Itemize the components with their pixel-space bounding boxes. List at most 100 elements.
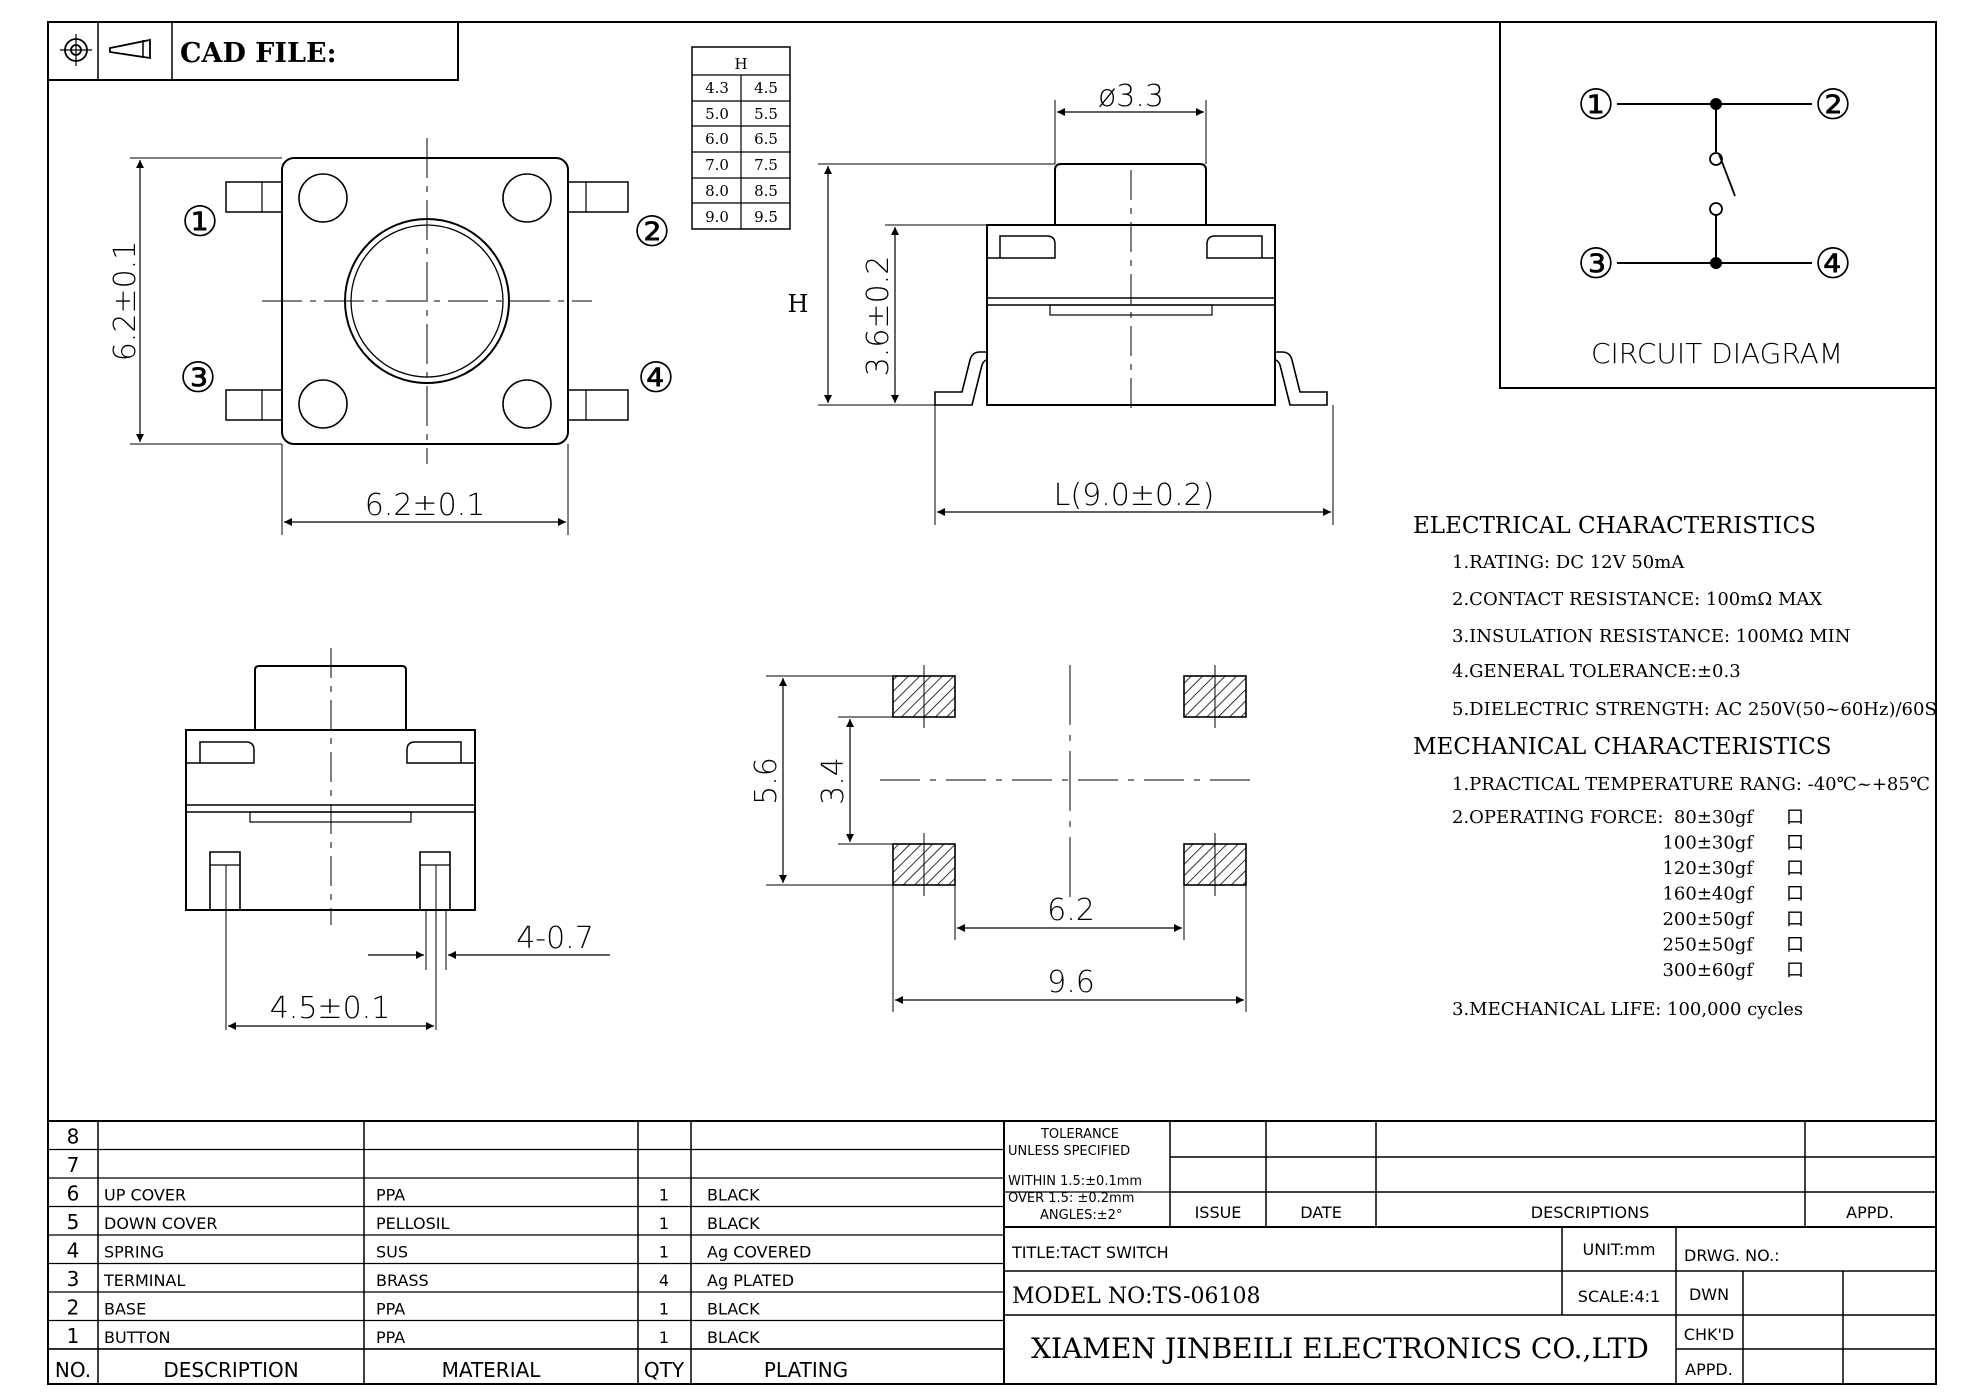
force-checkbox-icon: 口 [1786, 935, 1804, 956]
top-dim-height: 6.2±0.1 [108, 241, 143, 362]
bom-cell: BLACK [707, 1328, 760, 1347]
bom-cell: PPA [376, 1186, 405, 1205]
h-table-cell: 7.0 [705, 156, 729, 174]
bom-header-no: NO. [55, 1358, 91, 1382]
h-table-cell: 7.5 [754, 156, 778, 174]
bom-cell: BLACK [707, 1186, 760, 1205]
bom-cell: PPA [376, 1328, 405, 1347]
bom-cell: BLACK [707, 1214, 760, 1233]
pcb-dim-inner-horizontal: 6.2 [1047, 893, 1095, 928]
electrical-item-5: 5.DIELECTRIC STRENGTH: AC 250V(50~60Hz)/… [1452, 699, 1937, 720]
h-table-cell: 9.0 [705, 208, 729, 226]
bom-cell: SUS [376, 1243, 408, 1262]
tolerance-angles: ANGLES:±2° [1040, 1208, 1122, 1223]
bom-cell: Ag PLATED [707, 1271, 794, 1290]
side-dim-diameter: ø3.3 [1098, 79, 1164, 114]
pcb-dim-inner-vertical: 3.4 [816, 757, 851, 805]
h-table-header: H [734, 55, 747, 73]
bom-cell: 1 [659, 1243, 669, 1262]
title-block: TOLERANCE UNLESS SPECIFIED WITHIN 1.5:±0… [1004, 1121, 1936, 1384]
bom-row-number: 8 [67, 1125, 80, 1149]
side-view: ø3.3 H 3.6±0.2 L(9.0±0.2) [788, 79, 1334, 525]
date-header: DATE [1300, 1203, 1342, 1222]
operating-force-value: 120±30gf [1662, 858, 1754, 879]
electrical-item-4: 4.GENERAL TOLERANCE:±0.3 [1452, 661, 1741, 682]
operating-force-value: 300±60gf [1662, 960, 1754, 981]
side-dim-length: L(9.0±0.2) [1054, 478, 1215, 513]
h-table-cell: 9.5 [754, 208, 778, 226]
circuit-diagram: ① ② ③ ④ CIRCUIT DIAGRAM [1499, 22, 1936, 389]
bom-cell: TERMINAL [103, 1271, 185, 1290]
operating-force-value: 80±30gf [1674, 807, 1754, 828]
bom-header-qty: QTY [644, 1358, 685, 1382]
h-table-cell: 4.3 [705, 79, 729, 97]
bom-cell: Ag COVERED [707, 1243, 811, 1262]
title-text: TITLE:TACT SWITCH [1011, 1243, 1169, 1262]
bom-cell: PPA [376, 1300, 405, 1319]
bom-cell: UP COVER [104, 1186, 186, 1205]
pcb-dim-outer-horizontal: 9.6 [1047, 965, 1095, 1000]
projection-symbol-icon [60, 34, 151, 66]
chkd-text: CHK'D [1684, 1325, 1734, 1344]
electrical-heading: ELECTRICAL CHARACTERISTICS [1413, 513, 1816, 539]
bom-cell: BUTTON [104, 1328, 171, 1347]
top-dim-width: 6.2±0.1 [365, 488, 486, 523]
mechanical-heading: MECHANICAL CHARACTERISTICS [1413, 734, 1831, 760]
top-view: ① ② ③ ④ 6.2±0.1 6.2±0.1 [108, 138, 675, 535]
tolerance-over: OVER 1.5: ±0.2mm [1008, 1191, 1134, 1206]
bom-cell: 1 [659, 1186, 669, 1205]
circuit-diagram-title: CIRCUIT DIAGRAM [1591, 337, 1843, 370]
front-view: 4-0.7 4.5±0.1 [185, 648, 610, 1030]
pcb-layout: 5.6 3.4 6.2 9.6 [749, 665, 1260, 1012]
mechanical-life: 3.MECHANICAL LIFE: 100,000 cycles [1452, 999, 1803, 1020]
bom-cell: BRASS [376, 1271, 429, 1290]
electrical-item-3: 3.INSULATION RESISTANCE: 100MΩ MIN [1452, 626, 1851, 647]
tolerance-within: WITHIN 1.5:±0.1mm [1008, 1174, 1142, 1189]
bom-row-number: 2 [67, 1296, 80, 1320]
dwn-text: DWN [1689, 1285, 1729, 1304]
bom-row-number: 5 [67, 1210, 80, 1234]
h-table-cell: 8.0 [705, 182, 729, 200]
operating-force-value: 100±30gf [1662, 833, 1754, 854]
bom-cell: 1 [659, 1214, 669, 1233]
electrical-item-1: 1.RATING: DC 12V 50mA [1452, 552, 1685, 573]
bom-row-number: 3 [67, 1267, 80, 1291]
unit-text: UNIT:mm [1583, 1240, 1656, 1259]
side-dim-total-height: H [788, 290, 809, 318]
bom-cell: PELLOSIL [376, 1214, 449, 1233]
characteristics: ELECTRICAL CHARACTERISTICS 1.RATING: DC … [1413, 513, 1937, 1020]
h-table-cell: 6.0 [705, 130, 729, 148]
tolerance-line-2: UNLESS SPECIFIED [1008, 1144, 1130, 1159]
bom-row-number: 1 [67, 1324, 80, 1348]
top-pin-1: ① [181, 197, 219, 246]
side-dim-body-height: 3.6±0.2 [861, 256, 896, 377]
h-table-cell: 5.0 [705, 105, 729, 123]
h-table-cell: 6.5 [754, 130, 778, 148]
bom-cell: 1 [659, 1328, 669, 1347]
tolerance-line-1: TOLERANCE [1040, 1127, 1119, 1142]
bom-header-description: DESCRIPTION [163, 1358, 298, 1382]
bom-cell: 4 [659, 1271, 669, 1290]
bom-cell: DOWN COVER [104, 1214, 217, 1233]
model-text: MODEL NO:TS-06108 [1012, 1284, 1261, 1309]
bom-row-number: 6 [67, 1182, 80, 1206]
h-table-cell: 4.5 [754, 79, 778, 97]
descriptions-header: DESCRIPTIONS [1531, 1203, 1649, 1222]
sheet-border [47, 21, 1937, 1385]
circuit-pin-3: ③ [1577, 239, 1615, 288]
force-checkbox-icon: 口 [1786, 884, 1804, 905]
bom-header-plating: PLATING [764, 1358, 848, 1382]
scale-text: SCALE:4:1 [1578, 1287, 1660, 1306]
cad-file-label: CAD FILE: [180, 38, 337, 69]
pcb-dim-outer-vertical: 5.6 [749, 757, 784, 805]
circuit-pin-2: ② [1814, 80, 1852, 129]
cad-file-header: CAD FILE: [48, 22, 459, 81]
mechanical-force-label: 2.OPERATING FORCE: [1452, 807, 1664, 828]
bom-cell: SPRING [104, 1243, 164, 1262]
force-checkbox-icon: 口 [1786, 807, 1804, 828]
circuit-pin-4: ④ [1814, 239, 1852, 288]
appd-text: APPD. [1685, 1360, 1733, 1379]
